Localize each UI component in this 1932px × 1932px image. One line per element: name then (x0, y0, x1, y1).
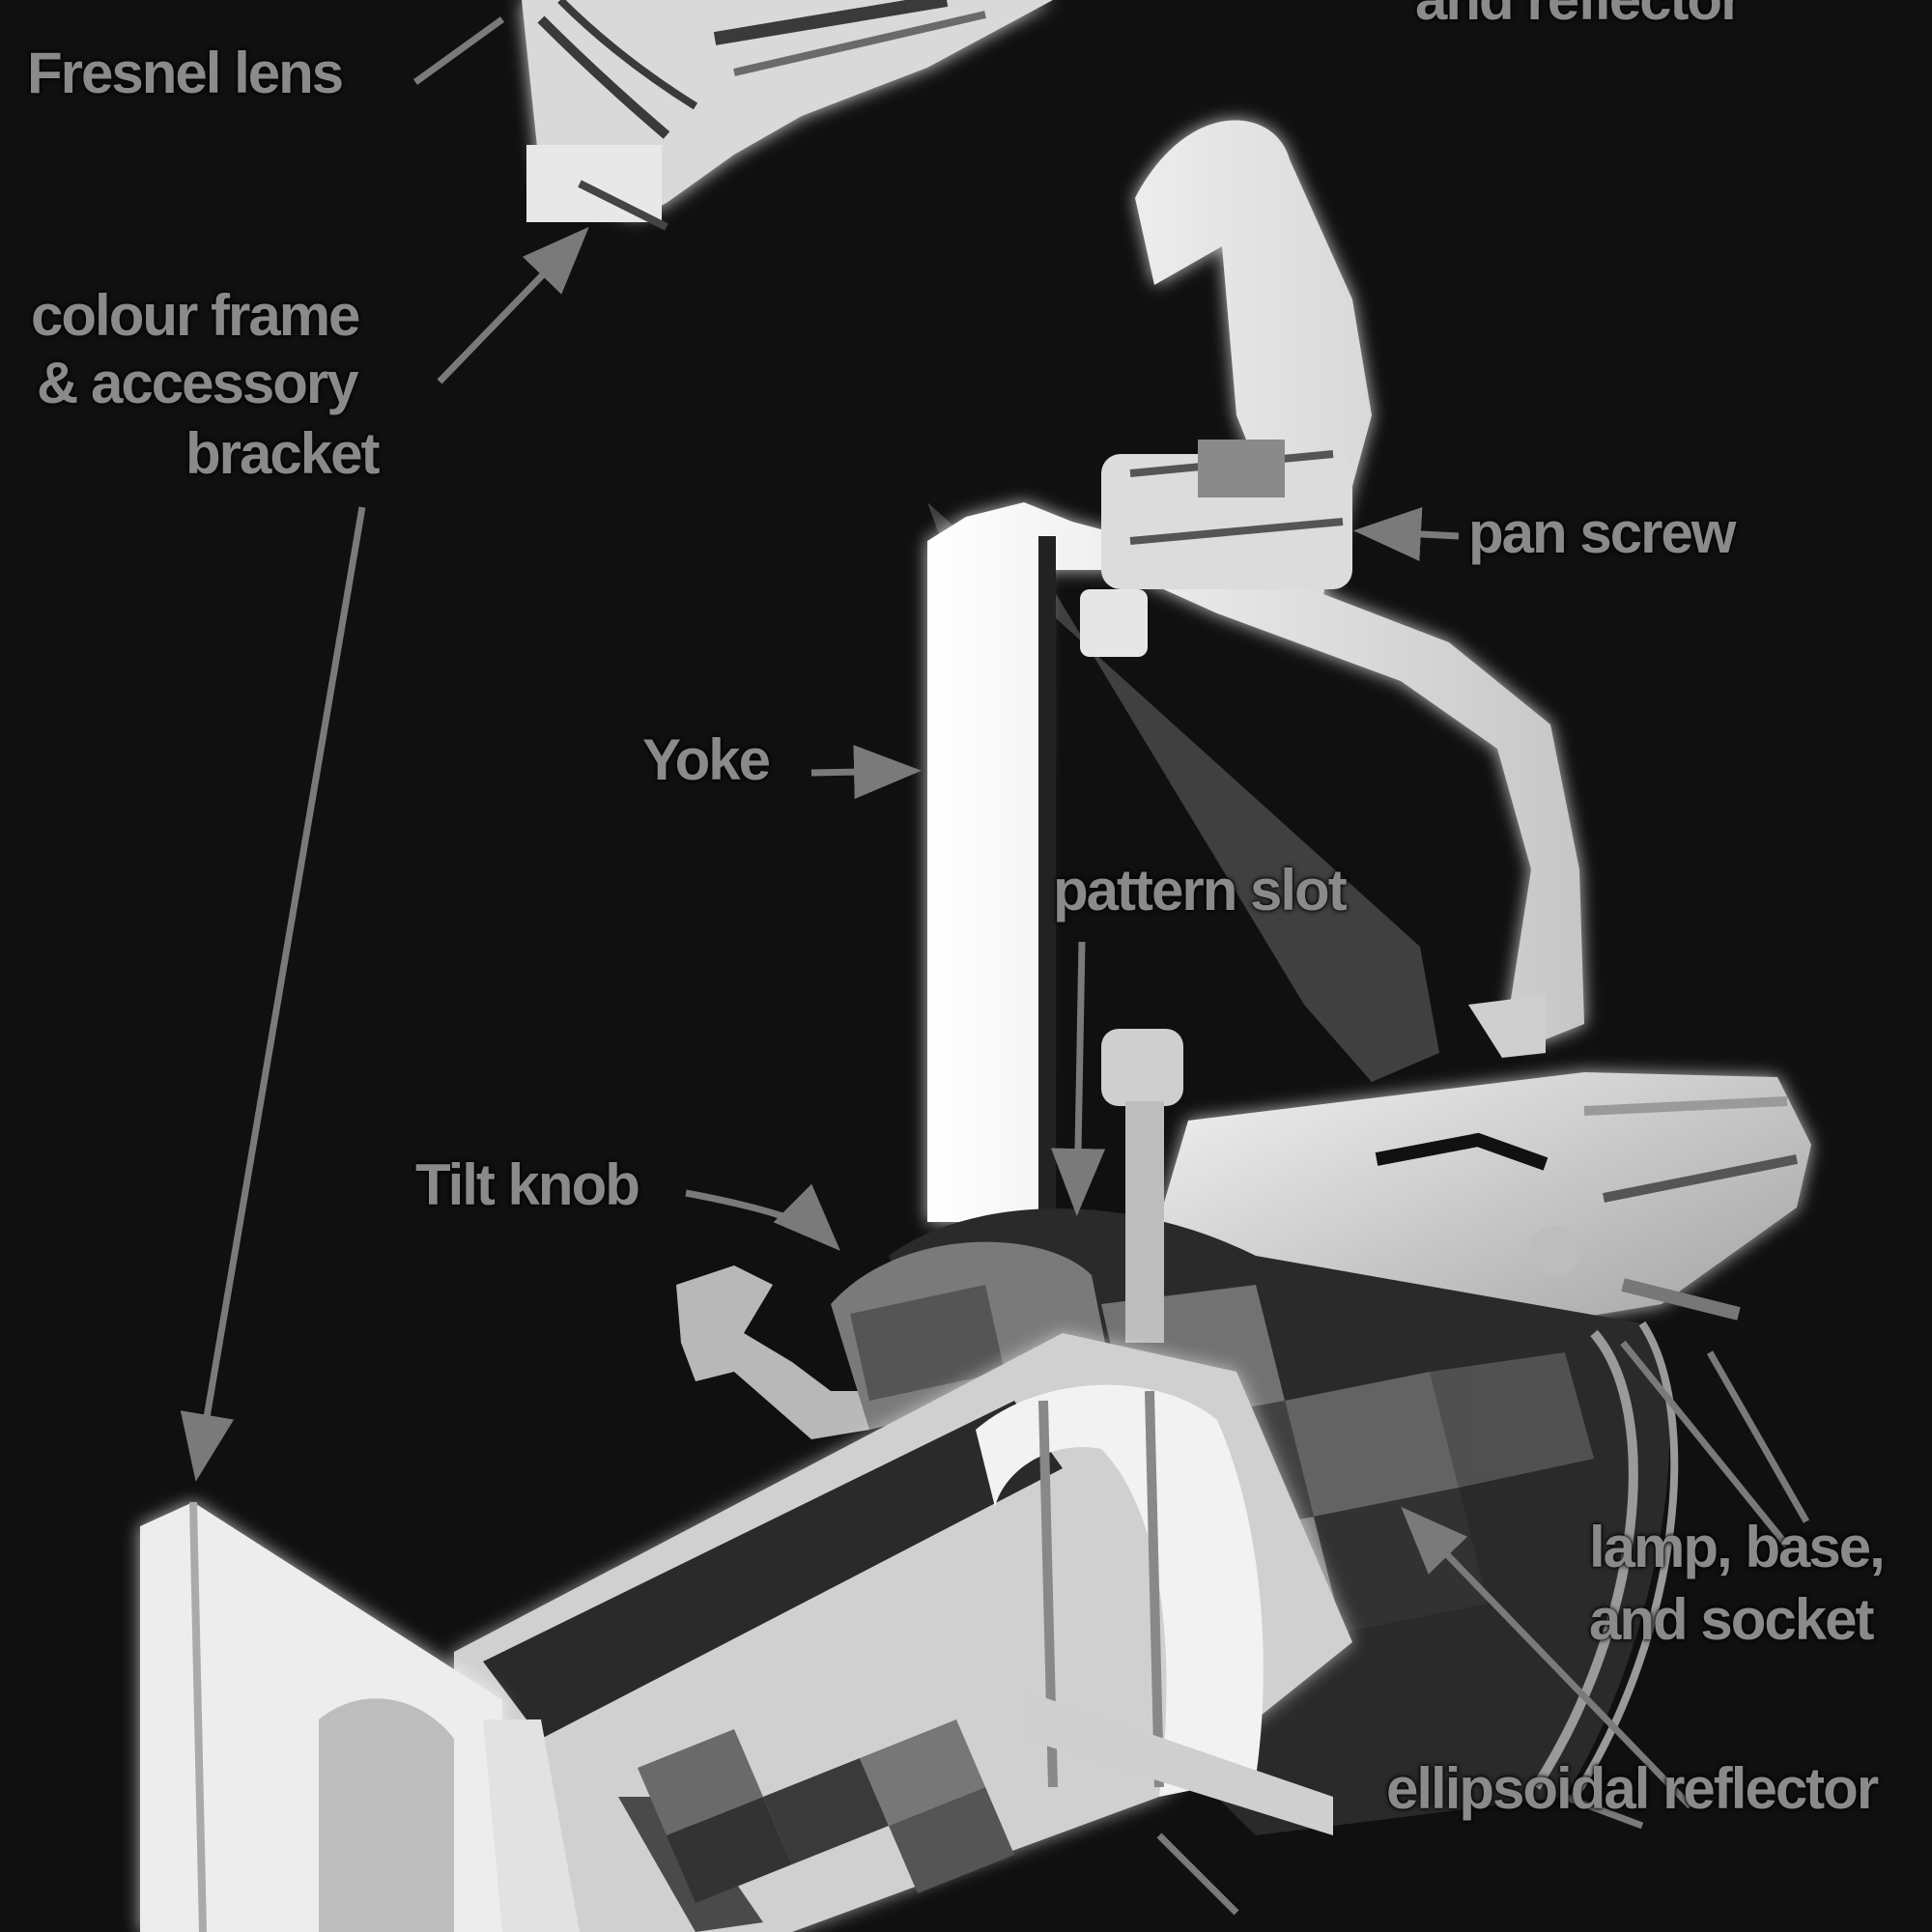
pan-screw-label: pan screw (1468, 500, 1736, 565)
colour-frame-leader-down (180, 506, 366, 1482)
lamp-leader-2 (1620, 1340, 1790, 1548)
yoke-label: Yoke (642, 727, 771, 792)
colour-frame-label-line1: colour frame (31, 283, 360, 348)
pattern-slot-label: pattern slot (1053, 858, 1348, 923)
colour-frame-leader-up (437, 226, 589, 384)
colour-frame (140, 1501, 580, 1932)
reflector-leader-2 (1563, 1793, 1644, 1830)
lens-barrel (454, 1333, 1352, 1932)
lamp-leader-1 (1706, 1350, 1810, 1523)
pattern-slot-knob (1101, 1029, 1183, 1343)
pan-screw-leader (1353, 506, 1460, 561)
pan-screw-hub (1080, 440, 1352, 657)
reflector-leader-3 (1156, 1833, 1239, 1916)
fresnel-leader (412, 16, 505, 85)
fresnel-fixture (522, 0, 1053, 231)
lamp-label-line1: lamp, base, (1589, 1515, 1886, 1579)
reflector-leader-1 (1401, 1506, 1693, 1809)
colour-frame-label-line3: bracket (185, 421, 380, 486)
top-cut-label: and reflector (1415, 0, 1743, 31)
tilt-knob-leader (685, 1183, 840, 1251)
colour-frame-label-line2: & accessory (37, 351, 359, 415)
tilt-knob-label: Tilt knob (415, 1152, 640, 1217)
fresnel-lens-label: Fresnel lens (27, 41, 344, 105)
ellipsoidal-reflector-label: ellipsoidal reflector (1386, 1756, 1879, 1821)
lamp-label-line2: and socket (1589, 1587, 1874, 1652)
yoke-leader (810, 745, 922, 800)
pattern-slot-leader (1051, 941, 1106, 1216)
yoke (927, 120, 1584, 1223)
leader-lines (180, 16, 1810, 1916)
